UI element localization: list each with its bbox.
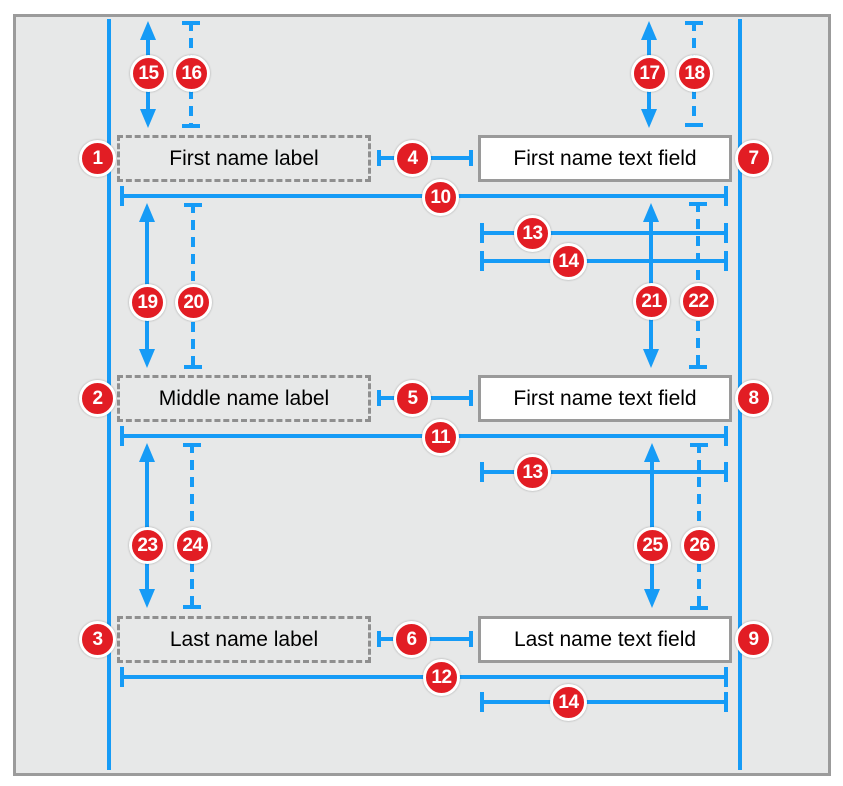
last-name-field-text: Last name text field (513, 627, 697, 651)
field-width-line-14-row1 (480, 251, 728, 271)
constraint-marker-8: 8 (735, 380, 772, 417)
constraint-marker-3: 3 (79, 621, 116, 658)
constraint-marker-5: 5 (394, 380, 431, 417)
constraint-marker-2: 2 (79, 380, 116, 417)
constraint-marker-10: 10 (422, 179, 459, 216)
vertical-dashed-line-24 (183, 443, 201, 609)
constraint-marker-14-row1: 14 (550, 243, 587, 280)
arrow-shaft (145, 456, 149, 595)
vertical-spacing-arrow-23 (139, 443, 155, 608)
first-name-label-box: First name label (117, 135, 371, 182)
constraint-marker-17: 17 (631, 55, 668, 92)
last-name-label-text: Last name label (169, 627, 319, 651)
last-name-label-box: Last name label (117, 616, 371, 663)
constraint-marker-26: 26 (681, 527, 718, 564)
first-name-field-text: First name text field (513, 146, 697, 170)
middle-name-label-text: Middle name label (158, 386, 330, 410)
constraint-marker-24: 24 (174, 527, 211, 564)
constraint-marker-16: 16 (173, 55, 210, 92)
constraint-marker-7: 7 (735, 140, 772, 177)
constraint-marker-23: 23 (129, 527, 166, 564)
vertical-dashed-line-26 (690, 443, 708, 610)
constraint-marker-4: 4 (394, 140, 431, 177)
constraint-marker-15: 15 (130, 55, 167, 92)
constraint-marker-25: 25 (634, 527, 671, 564)
field-width-line-13-row1 (480, 223, 728, 243)
first-name-text-field-box: First name text field (478, 135, 732, 182)
constraint-marker-19: 19 (129, 284, 166, 321)
middle-name-label-box: Middle name label (117, 375, 371, 422)
constraint-marker-9: 9 (735, 621, 772, 658)
constraint-marker-13-row2: 13 (514, 454, 551, 491)
middle-row-field-text: First name text field (513, 386, 697, 410)
last-name-text-field-box: Last name text field (478, 616, 732, 663)
first-name-label-text: First name label (169, 146, 319, 170)
constraint-marker-20: 20 (175, 284, 212, 321)
constraint-marker-13-row1: 13 (514, 215, 551, 252)
constraint-marker-6: 6 (393, 621, 430, 658)
constraint-marker-21: 21 (633, 283, 670, 320)
middle-row-text-field-box: First name text field (478, 375, 732, 422)
field-width-line-14-row3 (480, 692, 728, 712)
arrow-shaft (650, 456, 654, 595)
constraint-marker-18: 18 (676, 55, 713, 92)
constraint-marker-14-row3: 14 (550, 684, 587, 721)
constraint-marker-22: 22 (680, 283, 717, 320)
constraint-marker-1: 1 (79, 140, 116, 177)
vertical-spacing-arrow-25 (644, 443, 660, 608)
constraint-marker-12: 12 (423, 659, 460, 696)
constraint-marker-11: 11 (422, 419, 459, 456)
field-width-line-13-row2 (480, 462, 728, 482)
